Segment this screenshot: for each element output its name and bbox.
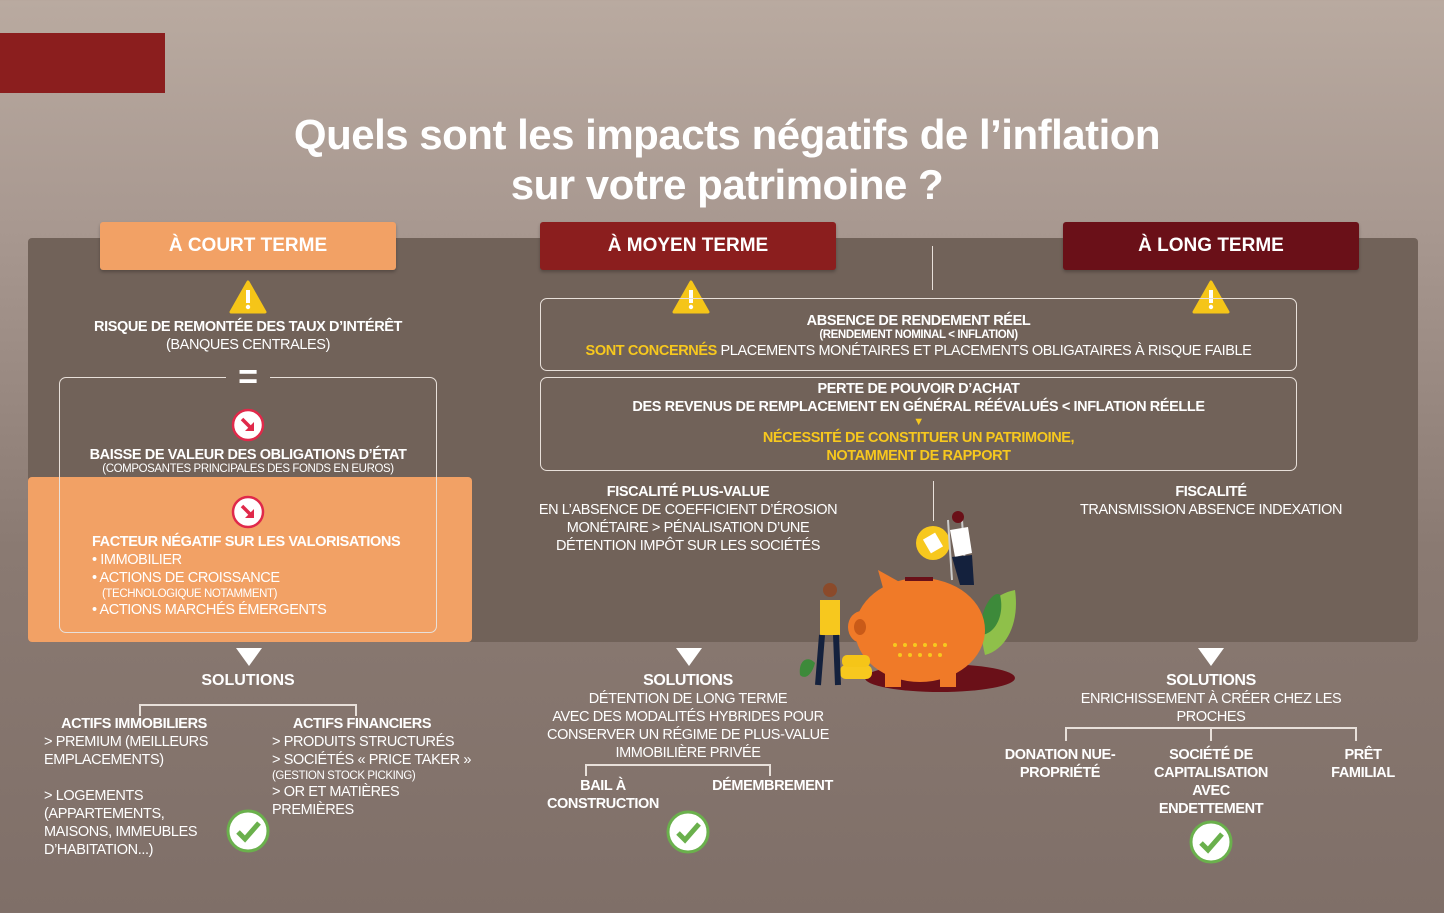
arrow-down-right-icon [231,408,265,442]
facteur-item: • IMMOBILIER [92,552,182,568]
fin-line: > PRODUITS STRUCTURÉS [272,734,455,750]
fin-line: > SOCIÉTÉS « PRICE TAKER » [272,752,471,768]
check-icon [226,809,270,853]
solution-line: IMMOBILIÈRE PRIVÉE [615,745,761,761]
title-line-2: sur votre patrimoine ? [510,161,944,208]
arrow-down-triangle [236,648,262,666]
immo-title: ACTIFS IMMOBILIERS [61,716,207,732]
arrow-down-small-icon: ▼ [913,416,924,428]
warning-icon [229,280,267,314]
rendement-box [540,298,1297,371]
facteur-title: FACTEUR NÉGATIF SUR LES VALORISATIONS [92,534,401,550]
fisc-line: EN L’ABSENCE DE COEFFICIENT D’ÉROSION [538,502,838,518]
divider [933,481,934,521]
facteur-item: • ACTIONS DE CROISSANCE [92,570,280,586]
arrow-down-triangle [676,648,702,666]
facteur-item: • ACTIONS MARCHÉS ÉMERGENTS [92,602,327,618]
solutions-title: SOLUTIONS [1166,672,1256,689]
option-societe-capitalisation: SOCIÉTÉ DE CAPITALISATION AVEC ENDETTEME… [1154,747,1268,817]
bracket-tick [1065,727,1067,741]
solution-line: DÉTENTION DE LONG TERME [588,691,788,707]
warning-icon [1192,280,1230,314]
option-bail-construction: BAIL À CONSTRUCTION [546,778,659,812]
corner-block [0,33,165,93]
necessite-line: NÉCESSITÉ DE CONSTITUER UN PATRIMOINE, [762,430,1075,446]
rendement-title: ABSENCE DE RENDEMENT RÉEL [806,313,1031,329]
bracket [139,704,357,706]
immo-line: EMPLACEMENTS) [44,752,164,768]
concernes-text: PLACEMENTS MONÉTAIRES ET PLACEMENTS OBLI… [716,343,1252,359]
fisc-title: FISCALITÉ [1175,484,1247,500]
solution-line: ENRICHISSEMENT À CRÉER CHEZ LES [1080,691,1342,707]
baisse-block: BAISSE DE VALEUR DES OBLIGATIONS D’ÉTAT … [60,446,436,476]
bracket-tick [139,704,141,716]
bracket-tick [585,764,587,776]
bracket-tick [355,704,357,716]
perte-subtitle: DES REVENUS DE REMPLACEMENT EN GÉNÉRAL R… [632,399,1205,415]
spacer [44,769,244,787]
page-title: Quels sont les impacts négatifs de l’inf… [0,110,1444,210]
warning-icon [672,280,710,314]
header-court-terme: À COURT TERME [100,222,396,270]
fin-title: ACTIFS FINANCIERS [292,716,432,732]
risk-title: RISQUE DE REMONTÉE DES TAUX D’INTÉRÊT [94,319,402,335]
rendement-subtitle: (RENDEMENT NOMINAL < INFLATION) [819,329,1018,341]
title-line-1: Quels sont les impacts négatifs de l’inf… [293,111,1161,158]
header-long-terme: À LONG TERME [1063,222,1359,270]
fisc-line: DÉTENTION IMPÔT SUR LES SOCIÉTÉS [555,538,821,554]
solution-line: PROCHES [1176,709,1246,725]
risk-subtitle: (BANQUES CENTRALES) [165,337,330,353]
immo-line: MAISONS, IMMEUBLES [44,824,198,840]
solutions-title: SOLUTIONS [643,672,733,689]
concernes-line: SONT CONCERNÉS PLACEMENTS MONÉTAIRES ET … [540,342,1297,360]
solutions-long: SOLUTIONS ENRICHISSEMENT À CRÉER CHEZ LE… [1060,672,1362,726]
option-demembrement: DÉMEMBREMENT [712,778,833,794]
rendement-block: ABSENCE DE RENDEMENT RÉEL (RENDEMENT NOM… [540,312,1297,360]
facteur-block: FACTEUR NÉGATIF SUR LES VALORISATIONS • … [92,533,452,619]
bracket-tick [1355,727,1357,741]
fin-line: PREMIÈRES [272,802,354,818]
perte-block: PERTE DE POUVOIR D’ACHAT DES REVENUS DE … [540,380,1297,465]
immo-line: (APPARTEMENTS, [44,806,165,822]
necessite-line: NOTAMMENT DE RAPPORT [826,448,1011,464]
immo-line: > PREMIUM (MEILLEURS [44,734,209,750]
arrow-down-right-icon [231,495,265,529]
bracket-tick [769,764,771,776]
baisse-title: BAISSE DE VALEUR DES OBLIGATIONS D’ÉTAT [89,447,407,463]
fisc-line: MONÉTAIRE > PÉNALISATION D’UNE [566,520,810,536]
solutions-moyen: SOLUTIONS DÉTENTION DE LONG TERME AVEC D… [528,672,848,762]
bracket [585,764,770,766]
baisse-subtitle: (COMPOSANTES PRINCIPALES DES FONDS EN EU… [102,463,394,475]
divider [932,246,933,290]
perte-box [540,377,1297,471]
risk-block: RISQUE DE REMONTÉE DES TAUX D’INTÉRÊT (B… [40,318,456,354]
fisc-line: TRANSMISSION ABSENCE INDEXATION [1079,502,1343,518]
solution-line: CONSERVER UN RÉGIME DE PLUS-VALUE [547,727,829,743]
option-pret-familial: PRÊT FAMILIAL [1331,747,1395,781]
facteur-item-note: (TECHNOLOGIQUE NOTAMMENT) [102,588,278,600]
actifs-financiers: ACTIFS FINANCIERS > PRODUITS STRUCTURÉS … [272,715,472,819]
arrow-down-triangle [1198,648,1224,666]
fin-line: > OR ET MATIÈRES [272,784,400,800]
check-icon [666,810,710,854]
immo-line: D’HABITATION...) [44,842,154,858]
header-moyen-terme: À MOYEN TERME [540,222,836,270]
check-icon [1189,820,1233,864]
bracket-tick [1210,727,1212,741]
fiscalite-transmission: FISCALITÉ TRANSMISSION ABSENCE INDEXATIO… [1040,483,1382,519]
perte-title: PERTE DE POUVOIR D’ACHAT [817,381,1020,397]
solutions-court: SOLUTIONS [201,672,295,689]
option-donation: DONATION NUE-PROPRIÉTÉ [1004,747,1116,781]
immo-line: > LOGEMENTS [44,788,144,804]
fiscalite-plus-value: FISCALITÉ PLUS-VALUE EN L’ABSENCE DE COE… [520,483,856,555]
equals-sign: = [226,360,270,394]
fin-line-note: (GESTION STOCK PICKING) [272,770,416,782]
fisc-title: FISCALITÉ PLUS-VALUE [606,484,770,500]
piggy-bank-illustration [799,511,1016,692]
actifs-immobiliers: ACTIFS IMMOBILIERS > PREMIUM (MEILLEURS … [44,715,244,859]
solution-line: AVEC DES MODALITÉS HYBRIDES POUR [552,709,824,725]
concernes-label: SONT CONCERNÉS [585,343,718,359]
